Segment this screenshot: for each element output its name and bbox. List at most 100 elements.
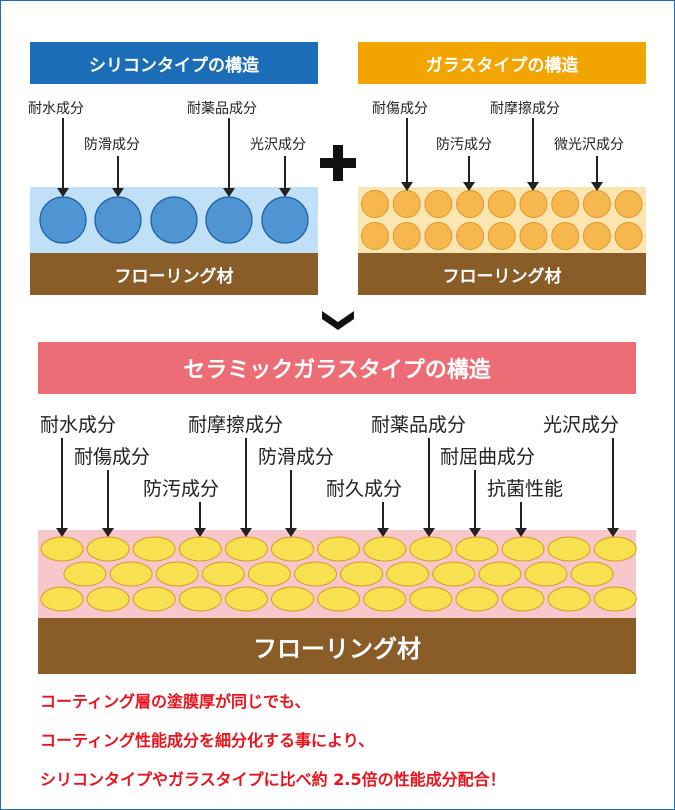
glass-label-stain: 防汚成分 [436, 137, 492, 153]
glass-arrow-abrasion-head [527, 182, 539, 191]
ceramic-particle [86, 536, 130, 562]
ceramic-arrow-water-head [56, 528, 68, 537]
ceramic-particle [570, 561, 614, 587]
ceramic-label-antibacterial: 抗菌性能 [487, 478, 564, 500]
glass-particle [456, 190, 485, 218]
ceramic-particle [547, 586, 591, 612]
glass-title: ガラスタイプの構造 [358, 42, 646, 84]
ceramic-particle [178, 536, 222, 562]
glass-particle [392, 222, 421, 250]
note-line-1: コーティング層の塗膜厚が同じでも、 [40, 692, 311, 711]
glass-particle [392, 190, 421, 218]
silicone-arrow-slip-head [112, 188, 124, 197]
silicone-label-chemical: 耐薬品成分 [187, 101, 257, 117]
ceramic-particle [340, 561, 384, 587]
glass-particle [519, 222, 548, 250]
glass-particle [519, 190, 548, 218]
ceramic-particle [593, 586, 637, 612]
ceramic-particle [178, 586, 222, 612]
silicone-particle [94, 196, 142, 244]
silicone-title: シリコンタイプの構造 [30, 42, 318, 84]
ceramic-label-stain: 防汚成分 [143, 478, 220, 500]
ceramic-particle [224, 586, 268, 612]
glass-particle [424, 222, 453, 250]
ceramic-label-abrasion: 耐摩擦成分 [188, 414, 284, 436]
glass-particle [551, 222, 580, 250]
glass-particle [551, 190, 580, 218]
ceramic-particle [317, 586, 361, 612]
silicone-particle [39, 196, 87, 244]
ceramic-particle [409, 536, 453, 562]
glass-arrow-stain-head [463, 182, 475, 191]
glass-particle [424, 190, 453, 218]
ceramic-particle [501, 586, 545, 612]
ceramic-particle [593, 536, 637, 562]
glass-particle [361, 222, 389, 250]
ceramic-arrow-gloss-head [607, 528, 619, 537]
ceramic-particle [363, 586, 407, 612]
glass-particle [582, 222, 611, 250]
glass-particle [614, 190, 643, 218]
ceramic-particle [432, 561, 476, 587]
glass-arrow-subgloss-head [591, 182, 603, 191]
ceramic-particle [155, 561, 199, 587]
ceramic-particle [363, 536, 407, 562]
ceramic-arrow-stain-head [194, 528, 206, 537]
silicone-particle [150, 196, 198, 244]
ceramic-particle [86, 586, 130, 612]
ceramic-label-durability: 耐久成分 [326, 478, 403, 500]
ceramic-particle [40, 586, 84, 612]
glass-label-scratch: 耐傷成分 [372, 101, 428, 117]
silicone-arrow-gloss-head [279, 188, 291, 197]
ceramic-particle [132, 536, 176, 562]
ceramic-floor: フローリング材 [38, 618, 636, 674]
glass-label-subgloss: 微光沢成分 [554, 137, 624, 153]
ceramic-arrow-chemical-head [423, 528, 435, 537]
ceramic-label-scratch: 耐傷成分 [74, 446, 151, 468]
ceramic-label-water: 耐水成分 [40, 414, 117, 436]
ceramic-arrow-slip-head [285, 528, 297, 537]
ceramic-title: セラミックガラスタイプの構造 [38, 342, 636, 394]
ceramic-arrow-durability-head [377, 528, 389, 537]
ceramic-particle [294, 561, 337, 587]
ceramic-label-flex: 耐屈曲成分 [440, 446, 536, 468]
ceramic-arrow-antibacterial-head [515, 528, 527, 537]
ceramic-particle [201, 561, 245, 587]
ceramic-particle [40, 536, 84, 562]
silicone-label-slip: 防滑成分 [84, 137, 140, 153]
ceramic-arrow-flex-head [469, 528, 481, 537]
ceramic-particle [478, 561, 522, 587]
ceramic-particle [271, 586, 314, 612]
ceramic-particle [455, 536, 499, 562]
silicone-particle [261, 196, 309, 244]
glass-particle [487, 190, 516, 218]
silicone-floor: フローリング材 [30, 253, 318, 295]
ceramic-label-chemical: 耐薬品成分 [371, 414, 467, 436]
silicone-arrow-chemical-head [223, 188, 235, 197]
ceramic-label-slip: 防滑成分 [258, 446, 335, 468]
glass-particle [614, 222, 643, 250]
plus-icon [320, 145, 356, 181]
ceramic-arrow-scratch-head [102, 528, 114, 537]
ceramic-arrow-abrasion-head [240, 528, 252, 537]
ceramic-particle [317, 536, 361, 562]
glass-arrow-scratch-head [401, 182, 413, 191]
glass-particle [361, 190, 389, 218]
glass-label-abrasion: 耐摩擦成分 [490, 101, 560, 117]
note-line-2: コーティング性能成分を細分化する事により、 [40, 731, 375, 750]
ceramic-particle [132, 586, 176, 612]
silicone-label-water: 耐水成分 [28, 101, 84, 117]
glass-particle [456, 222, 485, 250]
ceramic-particle [547, 536, 591, 562]
ceramic-label-gloss: 光沢成分 [543, 414, 620, 436]
ceramic-particle [501, 536, 545, 562]
note-line-3: シリコンタイプやガラスタイプに比べ約 2.5倍の性能成分配合！ [40, 770, 506, 789]
ceramic-particle [63, 561, 107, 587]
ceramic-particle [524, 561, 568, 587]
ceramic-particle [386, 561, 430, 587]
ceramic-particle [247, 561, 291, 587]
glass-particle [487, 222, 516, 250]
silicone-arrow-water-head [57, 188, 69, 197]
ceramic-particle [271, 536, 314, 562]
